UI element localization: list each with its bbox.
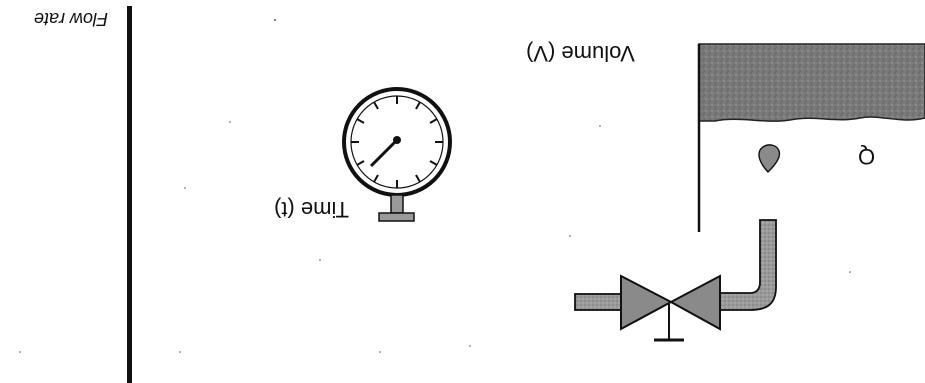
scan-specks [19, 19, 851, 353]
outlet-pipe [711, 219, 777, 311]
flow-rate-label: Flow rate [34, 9, 109, 29]
droplet-icon [758, 144, 781, 174]
time-label: Time (t) [274, 197, 349, 222]
q-label: Q [858, 144, 876, 169]
volume-label: Volume (V) [526, 41, 635, 66]
tank [697, 43, 925, 232]
divider-line [127, 6, 132, 383]
tank-liquid [698, 43, 925, 122]
pressure-gauge-icon [342, 87, 452, 222]
valve-icon [620, 274, 721, 342]
